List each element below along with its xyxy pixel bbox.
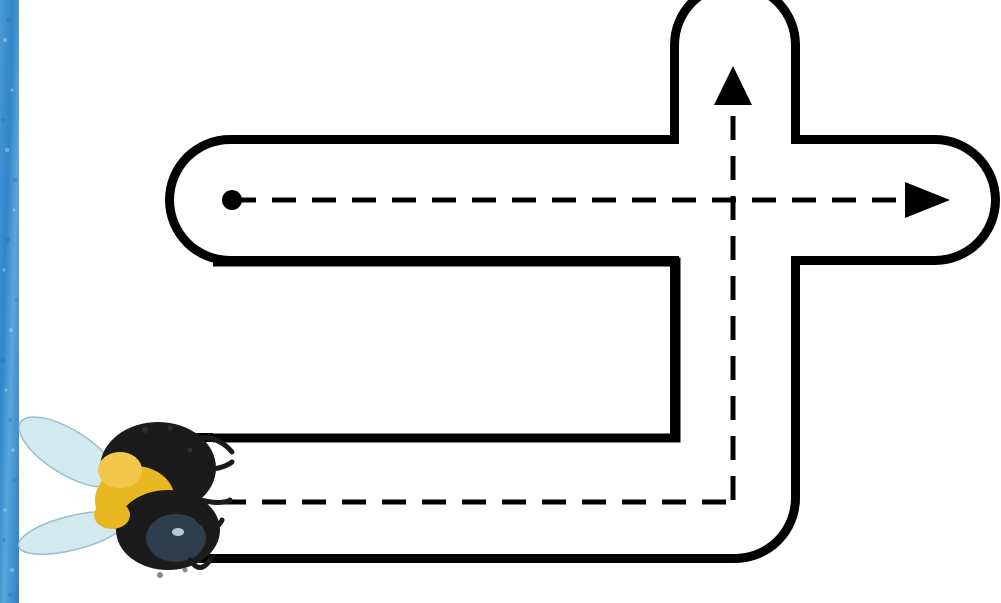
start-dot-icon — [222, 190, 242, 210]
bee-icon — [9, 404, 232, 578]
